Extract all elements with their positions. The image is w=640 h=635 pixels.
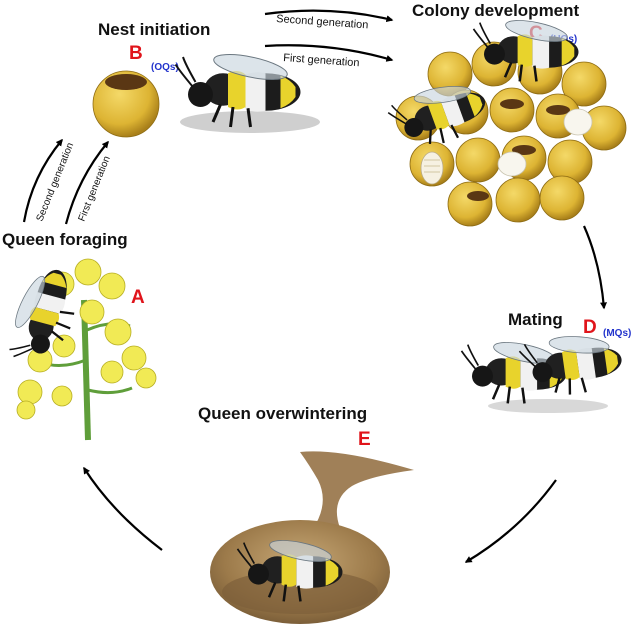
label-first-generation-left: First generation [77, 155, 113, 224]
bumblebee-icon [174, 47, 320, 133]
stage-c-title: Colony development [412, 1, 580, 20]
nest-cell-icon [92, 70, 160, 138]
arrow-first-generation-top [264, 44, 394, 62]
stage-d-letter: D [583, 317, 597, 338]
arrow-mating-to-overwintering [464, 479, 557, 563]
soil-burrow-icon [210, 451, 414, 624]
stage-e-letter: E [358, 429, 371, 450]
stage-e-title: Queen overwintering [198, 404, 367, 423]
arrow-second-generation-left [22, 138, 63, 223]
brood-comb-icon [383, 14, 627, 227]
stage-a-letter: A [131, 287, 145, 308]
stage-b-subscript: (OQs) [151, 62, 179, 73]
stage-b-letter: B [129, 43, 143, 64]
arrow-colony-to-mating [582, 225, 608, 310]
stage-b-title: Nest initiation [98, 20, 210, 39]
arrow-first-generation-left [64, 140, 109, 225]
stage-a-title: Queen foraging [2, 230, 128, 249]
stage-d-title: Mating [508, 310, 563, 329]
rapeseed-flower-icon [1, 258, 157, 441]
label-second-generation-top: Second generation [276, 13, 369, 31]
arrow-overwintering-to-foraging [83, 466, 163, 551]
arrow-second-generation-top [264, 9, 394, 23]
mating-bees-icon [460, 324, 627, 413]
stage-d-subscript: (MQs) [603, 328, 631, 339]
label-first-generation-top: First generation [283, 52, 360, 69]
